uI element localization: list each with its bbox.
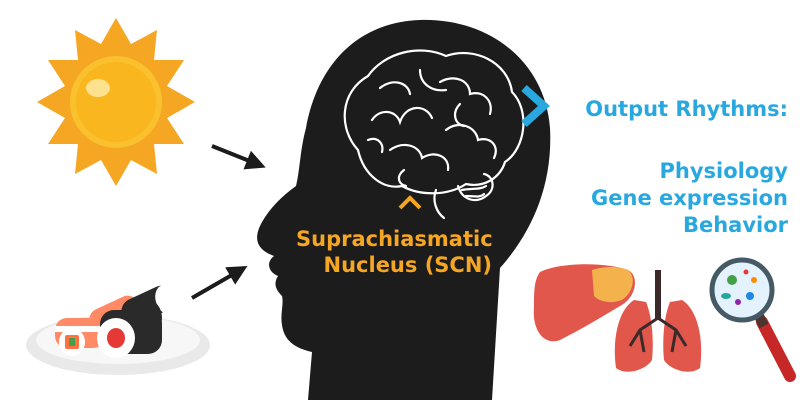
output-item-physiology: Physiology (659, 159, 788, 183)
sun-icon (37, 18, 195, 186)
scn-label-line2: Nucleus (SCN) (323, 253, 492, 277)
head-silhouette (257, 19, 551, 400)
output-chevron-icon (521, 85, 550, 127)
output-item-behavior: Behavior (682, 213, 788, 237)
scn-label: Suprachiasmatic Nucleus (SCN) (296, 226, 493, 278)
output-heading: Output Rhythms: (585, 97, 788, 121)
brain-icon (343, 49, 525, 220)
sun-to-head-arrow (211, 144, 266, 170)
food-to-head-arrow (191, 266, 248, 300)
output-list: Physiology Gene expression Behavior (560, 158, 788, 239)
scn-label-line1: Suprachiasmatic (296, 227, 493, 251)
scn-chevron-icon (398, 195, 422, 210)
lungs-icon (614, 270, 702, 372)
liver-icon (533, 264, 635, 342)
magnifier-microbes-icon (709, 257, 796, 382)
sushi-plate-icon (26, 284, 210, 375)
output-item-gene-expression: Gene expression (591, 186, 788, 210)
